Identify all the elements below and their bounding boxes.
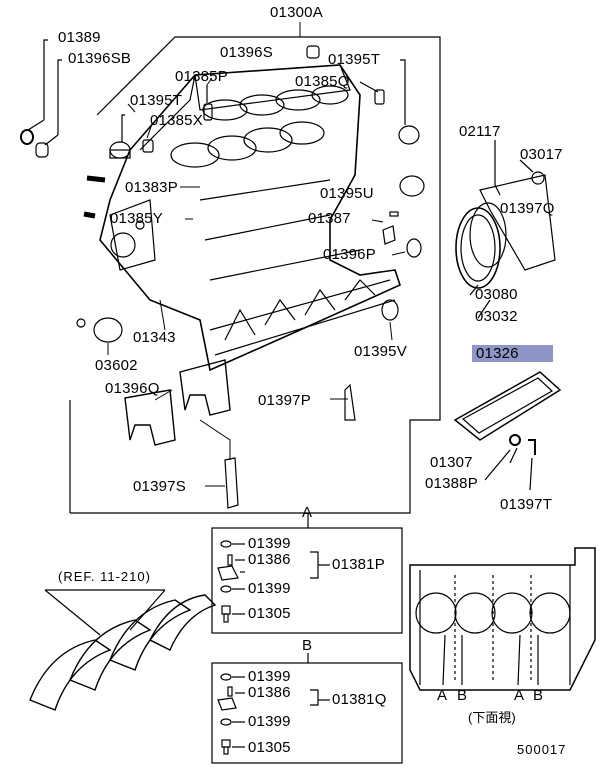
label-01395T-a: 01395T [328,51,381,68]
view-label-b-1: B [457,687,468,704]
label-01396SB: 01396SB [68,50,132,67]
label-03080: 03080 [475,286,518,303]
label-01397Q: 01397Q [500,200,555,217]
label-01385P: 01385P [175,68,228,85]
box-b-item-5: 01305 [248,739,291,756]
label-01383P: 01383P [125,179,178,196]
label-01343: 01343 [133,329,176,346]
label-01397S: 01397S [133,478,186,495]
label-01326: 01326 [472,345,553,362]
gasket-01326 [453,371,562,491]
label-01395V: 01395V [354,343,407,360]
box-a-item-1: 01399 [248,535,291,552]
label-01385Q: 01385Q [295,73,350,90]
label-02117: 02117 [459,123,501,140]
ref-label: (REF. 11-210) [58,569,151,584]
label-01396P: 01396P [323,246,376,263]
label-03032: 03032 [475,308,518,325]
box-a-item-5: 01305 [248,605,291,622]
label-01387: 01387 [308,210,351,227]
label-01397T: 01397T [500,496,553,513]
label-01395T-b: 01395T [130,92,183,109]
bottom-view-drawing [409,547,596,691]
label-01389: 01389 [58,29,101,46]
box-a-item-3: 01381P [332,556,385,573]
label-03017: 03017 [520,146,563,163]
bearing-caps [124,359,356,509]
cylinder-block-drawing [99,64,401,372]
box-b-item-2: 01386 [248,684,291,701]
label-01385Y: 01385Y [110,210,163,227]
label-01307: 01307 [430,454,473,471]
view-label-a-1: A [437,687,448,704]
plugs-top [76,45,425,343]
highlight-01326: 01326 [472,345,553,362]
label-01385X: 01385X [150,112,203,129]
box-a-item-2: 01386 [248,551,291,568]
box-a-title: A [302,504,313,521]
main-assembly-frame [69,36,441,514]
box-a-frame [211,513,403,634]
label-01396S: 01396S [220,44,273,61]
label-01388P: 01388P [425,475,478,492]
label-01300A: 01300A [270,4,323,21]
box-b-title: B [302,637,313,654]
box-b-frame [211,653,403,764]
box-a-item-4: 01399 [248,580,291,597]
rear-seal-group [455,140,556,319]
label-03602: 03602 [95,357,138,374]
figure-id: 500017 [517,742,567,757]
box-b-item-1: 01399 [248,668,291,685]
box-b-item-3: 01381Q [332,691,387,708]
view-label-b-2: B [533,687,544,704]
label-01397P: 01397P [258,392,311,409]
box-b-item-4: 01399 [248,713,291,730]
view-label-a-2: A [514,687,525,704]
label-01396Q: 01396Q [105,380,160,397]
label-01395U: 01395U [320,185,374,202]
bearing-shells [29,589,217,711]
leader-lines [107,22,406,487]
plugs-upper-left [20,39,131,159]
view-caption: (下面視) [468,710,516,725]
